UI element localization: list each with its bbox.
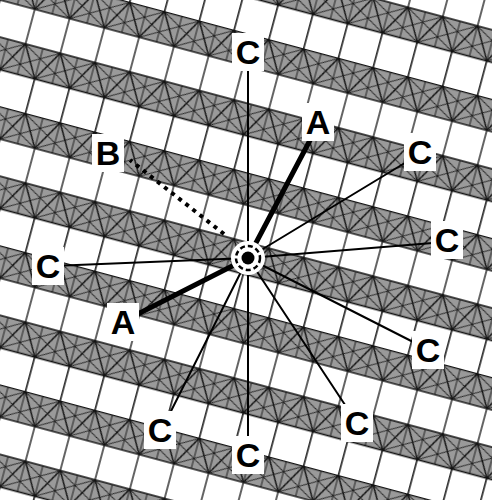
marker-ring bbox=[236, 246, 260, 270]
callout-letter: C bbox=[232, 33, 265, 71]
callout-letter: C bbox=[32, 247, 65, 285]
leader-line bbox=[247, 258, 249, 452]
callout-letter: C bbox=[431, 221, 464, 259]
leader-line bbox=[248, 258, 425, 348]
leader-lines bbox=[52, 60, 445, 452]
leader-line bbox=[248, 155, 418, 258]
leader-line bbox=[126, 258, 248, 320]
marker-ground bbox=[231, 241, 265, 275]
callout-letter: C bbox=[404, 133, 437, 171]
leader-line bbox=[163, 258, 248, 427]
callout-letter: C bbox=[341, 404, 374, 442]
leader-line bbox=[248, 258, 355, 420]
callout-letter: C bbox=[144, 411, 177, 449]
callout-letter: C bbox=[412, 331, 445, 369]
leader-line bbox=[248, 125, 318, 258]
leader-line bbox=[52, 258, 248, 266]
marker-dot bbox=[242, 252, 255, 265]
dotted-leader-line bbox=[130, 160, 224, 234]
callout-letter: A bbox=[107, 303, 140, 341]
leader-line bbox=[248, 242, 445, 258]
callout-letter: A bbox=[302, 103, 335, 141]
center-marker bbox=[231, 241, 265, 275]
leader-line bbox=[247, 60, 249, 258]
callout-letter: C bbox=[232, 436, 265, 474]
callout-letter: B bbox=[92, 134, 125, 172]
